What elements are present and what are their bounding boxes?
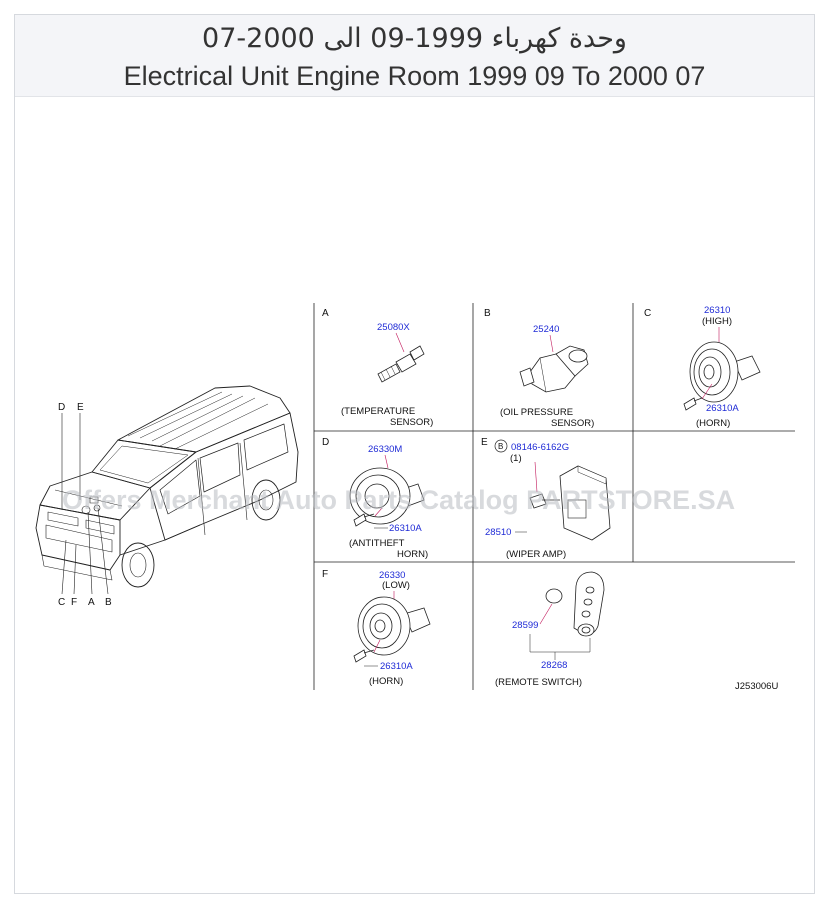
cell-b-letter: B — [484, 308, 491, 319]
antitheft-horn-part — [349, 467, 425, 527]
vehicle-illustration — [35, 385, 299, 588]
cell-e-caption-1: (WIPER AMP) — [506, 549, 566, 560]
part-26310-label[interactable]: 26310 — [704, 305, 730, 316]
vehicle-callout-a: A — [88, 597, 95, 608]
part-26310a-label-c[interactable]: 26310A — [706, 403, 739, 414]
cell-f-note: (LOW) — [382, 580, 410, 591]
remote-switch-part — [545, 571, 605, 637]
wiper-amp-part — [529, 465, 611, 541]
part-25080x-label[interactable]: 25080X — [377, 322, 410, 333]
cell-d-caption-2: HORN) — [397, 549, 428, 560]
cell-b-caption-1: (OIL PRESSURE — [500, 407, 573, 418]
cell-e-qty: (1) — [510, 453, 522, 464]
cell-a-caption-1: (TEMPERATURE — [341, 406, 415, 417]
title-arabic: وحدة كهرباء 1999-09 الى 2000-07 — [202, 23, 627, 54]
part-08146-6162g-label[interactable]: 08146-6162G — [511, 442, 569, 453]
cell-c-letter: C — [644, 308, 651, 319]
page-header: وحدة كهرباء 1999-09 الى 2000-07 Electric… — [15, 15, 814, 97]
cell-f-letter: F — [322, 569, 328, 580]
title-english: Electrical Unit Engine Room 1999 09 To 2… — [123, 61, 706, 91]
vehicle-callout-e: E — [77, 402, 84, 413]
cell-d-caption-1: (ANTITHEFT — [349, 538, 405, 549]
cell-g: 28599 28268 (REMOTE SWITCH) — [495, 571, 605, 688]
cell-a: A 25080X (TEMPERATURE SENSOR) — [322, 308, 433, 428]
cell-d: D 26330M 26310A (ANTITHEFT HORN) — [322, 437, 428, 560]
cell-a-letter: A — [322, 308, 329, 319]
vehicle-callout-f: F — [71, 597, 77, 608]
part-26330-label[interactable]: 26330 — [379, 570, 405, 581]
bolt-marker-b-letter: B — [498, 442, 503, 451]
bolt-marker-b — [494, 439, 508, 453]
part-28510-label[interactable]: 28510 — [485, 527, 511, 538]
vehicle-callout-c: C — [58, 597, 65, 608]
cell-c-note: (HIGH) — [702, 316, 732, 327]
vehicle-callout-lines — [61, 413, 109, 595]
part-26310a-label-d[interactable]: 26310A — [389, 523, 422, 534]
cell-f: F 26330 (LOW) 26310A (HORN) — [322, 569, 431, 687]
cell-b: B 25240 (OIL PRESSURE SENSOR) — [484, 308, 594, 429]
cell-f-caption-1: (HORN) — [369, 676, 403, 687]
vehicle-callout-b: B — [105, 597, 112, 608]
cell-b-caption-2: SENSOR) — [551, 418, 594, 429]
part-28599-label[interactable]: 28599 — [512, 620, 538, 631]
catalog-frame: وحدة كهرباء 1999-09 الى 2000-07 Electric… — [14, 14, 815, 894]
vehicle-callout-d: D — [58, 402, 65, 413]
part-28268-label[interactable]: 28268 — [541, 660, 567, 671]
cell-c: C 26310 (HIGH) 26310A (HORN) — [644, 305, 761, 429]
diagram-code: J253006U — [735, 681, 778, 692]
part-25240-label[interactable]: 25240 — [533, 324, 559, 335]
parts-grid — [313, 303, 795, 690]
high-horn-part — [683, 341, 761, 411]
temperature-sensor-part — [377, 345, 425, 383]
cell-e: E B 08146-6162G (1) 28510 (WIPER AMP) — [481, 437, 611, 560]
part-26330m-label[interactable]: 26330M — [368, 444, 402, 455]
cell-g-caption-1: (REMOTE SWITCH) — [495, 677, 582, 688]
cell-d-letter: D — [322, 437, 329, 448]
cell-a-caption-2: SENSOR) — [390, 417, 433, 428]
watermark: Offers Merchant Auto Parts Catalog PARTS… — [62, 485, 735, 515]
low-horn-part — [353, 596, 431, 663]
oil-pressure-sensor-part — [519, 345, 589, 393]
cell-e-letter: E — [481, 437, 488, 448]
part-26310a-label-f[interactable]: 26310A — [380, 661, 413, 672]
cell-c-caption-1: (HORN) — [696, 418, 730, 429]
